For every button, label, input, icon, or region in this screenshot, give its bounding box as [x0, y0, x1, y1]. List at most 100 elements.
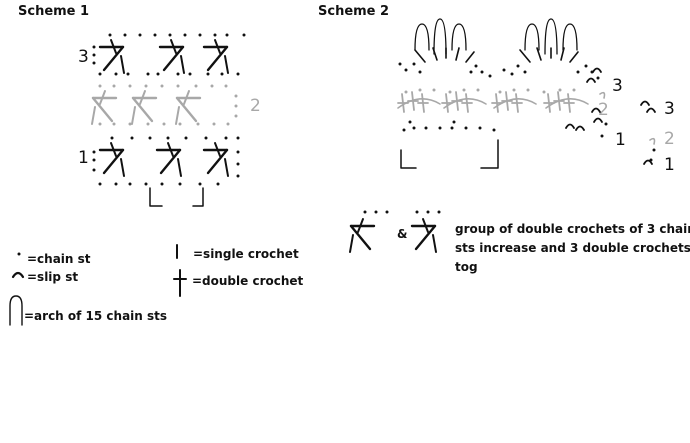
leg-mark — [206, 148, 229, 175]
chain-st-mark — [184, 136, 188, 140]
repeat-bracket-right — [192, 187, 204, 207]
chain-st-mark — [166, 136, 170, 140]
chain-st-mark — [128, 122, 132, 126]
legend-chain-st-symbol — [17, 252, 21, 256]
chain-st-mark — [236, 72, 240, 76]
leg-mark — [175, 96, 198, 123]
legend-slip-st-label: =slip st — [27, 270, 79, 284]
slip-st-mark — [591, 107, 601, 113]
chain-st-mark — [516, 64, 520, 68]
chain-st-mark — [480, 70, 484, 74]
legend-arch-label: =arch of 15 chain sts — [24, 309, 168, 323]
chain-st-mark — [92, 61, 96, 65]
chain-st-mark — [220, 72, 224, 76]
chain-st-mark — [194, 84, 198, 88]
scheme-2-diagram — [397, 18, 656, 169]
chain-st-mark — [572, 88, 576, 92]
chain-st-mark — [600, 134, 604, 138]
legend-chain-st-symbol — [437, 210, 441, 214]
chain-st-mark — [652, 148, 656, 152]
chain-st-mark — [183, 33, 187, 37]
double-crochet-group-mark — [155, 142, 182, 177]
leg-mark — [162, 45, 185, 72]
chain-st-mark — [144, 182, 148, 186]
leg-mark — [102, 45, 125, 72]
tick-mark — [183, 90, 190, 105]
chain-st-mark — [160, 182, 164, 186]
chain-st-mark — [225, 33, 229, 37]
double-crochet-group-mark — [202, 39, 229, 74]
chain-st-mark — [156, 72, 160, 76]
chain-st-mark — [412, 62, 416, 66]
chain-st-mark — [476, 88, 480, 92]
chain-st-mark — [236, 162, 240, 166]
tick-mark — [99, 90, 106, 105]
chain-st-mark — [234, 104, 238, 108]
chain-st-mark — [404, 68, 408, 72]
double-crochet-mark — [465, 51, 475, 63]
chain-st-mark — [206, 72, 210, 76]
double-crochet-mark — [536, 47, 542, 61]
legend-symbols — [9, 210, 441, 326]
chain-st-mark — [438, 126, 442, 130]
legend-chain-st-symbol — [426, 210, 430, 214]
chain-st-mark — [98, 84, 102, 88]
legend-chain-st-label: =chain st — [27, 252, 91, 266]
chain-st-mark — [153, 33, 157, 37]
scheme-1-title: Scheme 1 — [18, 4, 90, 19]
chain-st-mark — [584, 64, 588, 68]
leg-mark — [131, 96, 154, 123]
tick-mark — [131, 106, 136, 125]
slip-st-mark — [565, 123, 575, 129]
legend-arch-symbol — [9, 295, 23, 326]
tick-mark — [357, 218, 364, 233]
scheme-2-outer-row-3-label: 3 — [664, 99, 675, 119]
chain-st-mark — [146, 72, 150, 76]
leg-mark — [414, 224, 437, 251]
chain-st-mark — [114, 182, 118, 186]
chain-st-mark — [178, 182, 182, 186]
slip-st-mark — [649, 137, 656, 145]
arch-mark — [433, 18, 447, 55]
slip-st-mark — [586, 77, 596, 83]
tick-mark — [177, 158, 182, 177]
legend-ampersand: & — [397, 227, 408, 241]
scheme-2-outer-row-2-label: 2 — [664, 129, 675, 149]
chain-st-mark — [408, 120, 412, 124]
chain-st-mark — [450, 126, 454, 130]
chain-st-mark — [226, 122, 230, 126]
chain-st-mark — [492, 128, 496, 132]
repeat-bracket-left — [149, 187, 163, 207]
tick-mark — [224, 55, 229, 74]
double-crochet-mark — [455, 47, 460, 61]
scheme-2-inner-row-3-label: 3 — [612, 76, 623, 96]
chain-st-mark — [510, 72, 514, 76]
chain-st-mark — [196, 122, 200, 126]
legend-chain-st-symbol — [363, 210, 367, 214]
legend-chain-st-symbol — [415, 210, 419, 214]
scheme-2-inner-row-1-label: 1 — [615, 130, 626, 150]
chain-st-mark — [92, 150, 96, 154]
chain-st-mark — [98, 182, 102, 186]
chain-st-mark — [512, 88, 516, 92]
chain-st-mark — [176, 84, 180, 88]
chain-st-mark — [469, 70, 473, 74]
chain-st-mark — [448, 90, 452, 94]
chain-st-mark — [168, 33, 172, 37]
tick-mark — [349, 234, 354, 253]
leg-mark — [102, 148, 125, 175]
tick-mark — [432, 234, 437, 253]
slip-st-mark — [592, 67, 602, 73]
legend-double-crochet-label: =double crochet — [192, 274, 304, 288]
chain-st-mark — [604, 122, 608, 126]
slip-st-mark — [640, 100, 650, 106]
chain-st-mark — [176, 72, 180, 76]
chain-st-mark — [216, 182, 220, 186]
tick-mark — [175, 106, 180, 125]
chain-st-mark — [224, 84, 228, 88]
scheme-2-inner-row-2-label: 2 — [598, 100, 609, 120]
tick-mark — [139, 90, 146, 105]
chain-st-mark — [502, 68, 506, 72]
double-crochet-group-mark — [98, 142, 125, 177]
chain-st-mark — [576, 70, 580, 74]
